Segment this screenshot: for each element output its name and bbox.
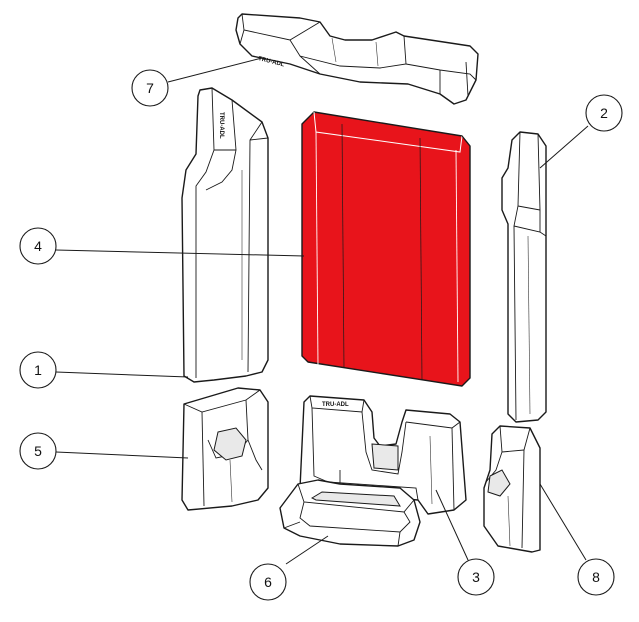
callout-label-2: 2 (600, 105, 608, 121)
part-4-back-panel (301, 111, 471, 387)
part-2-right-side-brick (501, 131, 547, 423)
part-7-top-brick: TRU-ADL (235, 13, 479, 105)
leader-8 (539, 483, 587, 561)
callout-8: 8 (577, 558, 615, 596)
leader-3 (435, 489, 469, 561)
callout-2: 2 (585, 94, 623, 132)
part-1-stamp: TRU-ADL (218, 112, 224, 139)
part-8-right-front-brick (483, 425, 541, 553)
callout-label-6: 6 (264, 574, 272, 590)
leader-lines (55, 57, 589, 565)
leader-1 (55, 371, 189, 378)
callout-1: 1 (19, 351, 57, 389)
callout-label-1: 1 (34, 362, 42, 378)
part-1-left-side-brick: TRU-ADL (181, 87, 269, 383)
back-panel-face (301, 111, 471, 387)
leader-4 (55, 249, 305, 257)
part-6-front-base-brick (279, 479, 421, 547)
callout-6: 6 (249, 563, 287, 601)
callout-label-7: 7 (146, 80, 154, 96)
leader-6 (285, 535, 329, 565)
callout-label-4: 4 (34, 238, 42, 254)
callout-4: 4 (19, 227, 57, 265)
callout-3: 3 (457, 558, 495, 596)
callout-7: 7 (131, 69, 169, 107)
part-3-stamp: TRU-ADL (322, 402, 349, 408)
part-5-left-base-brick (181, 387, 269, 511)
callout-5: 5 (19, 432, 57, 470)
callout-label-8: 8 (592, 569, 600, 585)
callout-label-3: 3 (472, 569, 480, 585)
callout-label-5: 5 (34, 443, 42, 459)
leader-2 (539, 125, 589, 169)
leader-5 (55, 451, 189, 459)
leader-7 (167, 57, 263, 83)
